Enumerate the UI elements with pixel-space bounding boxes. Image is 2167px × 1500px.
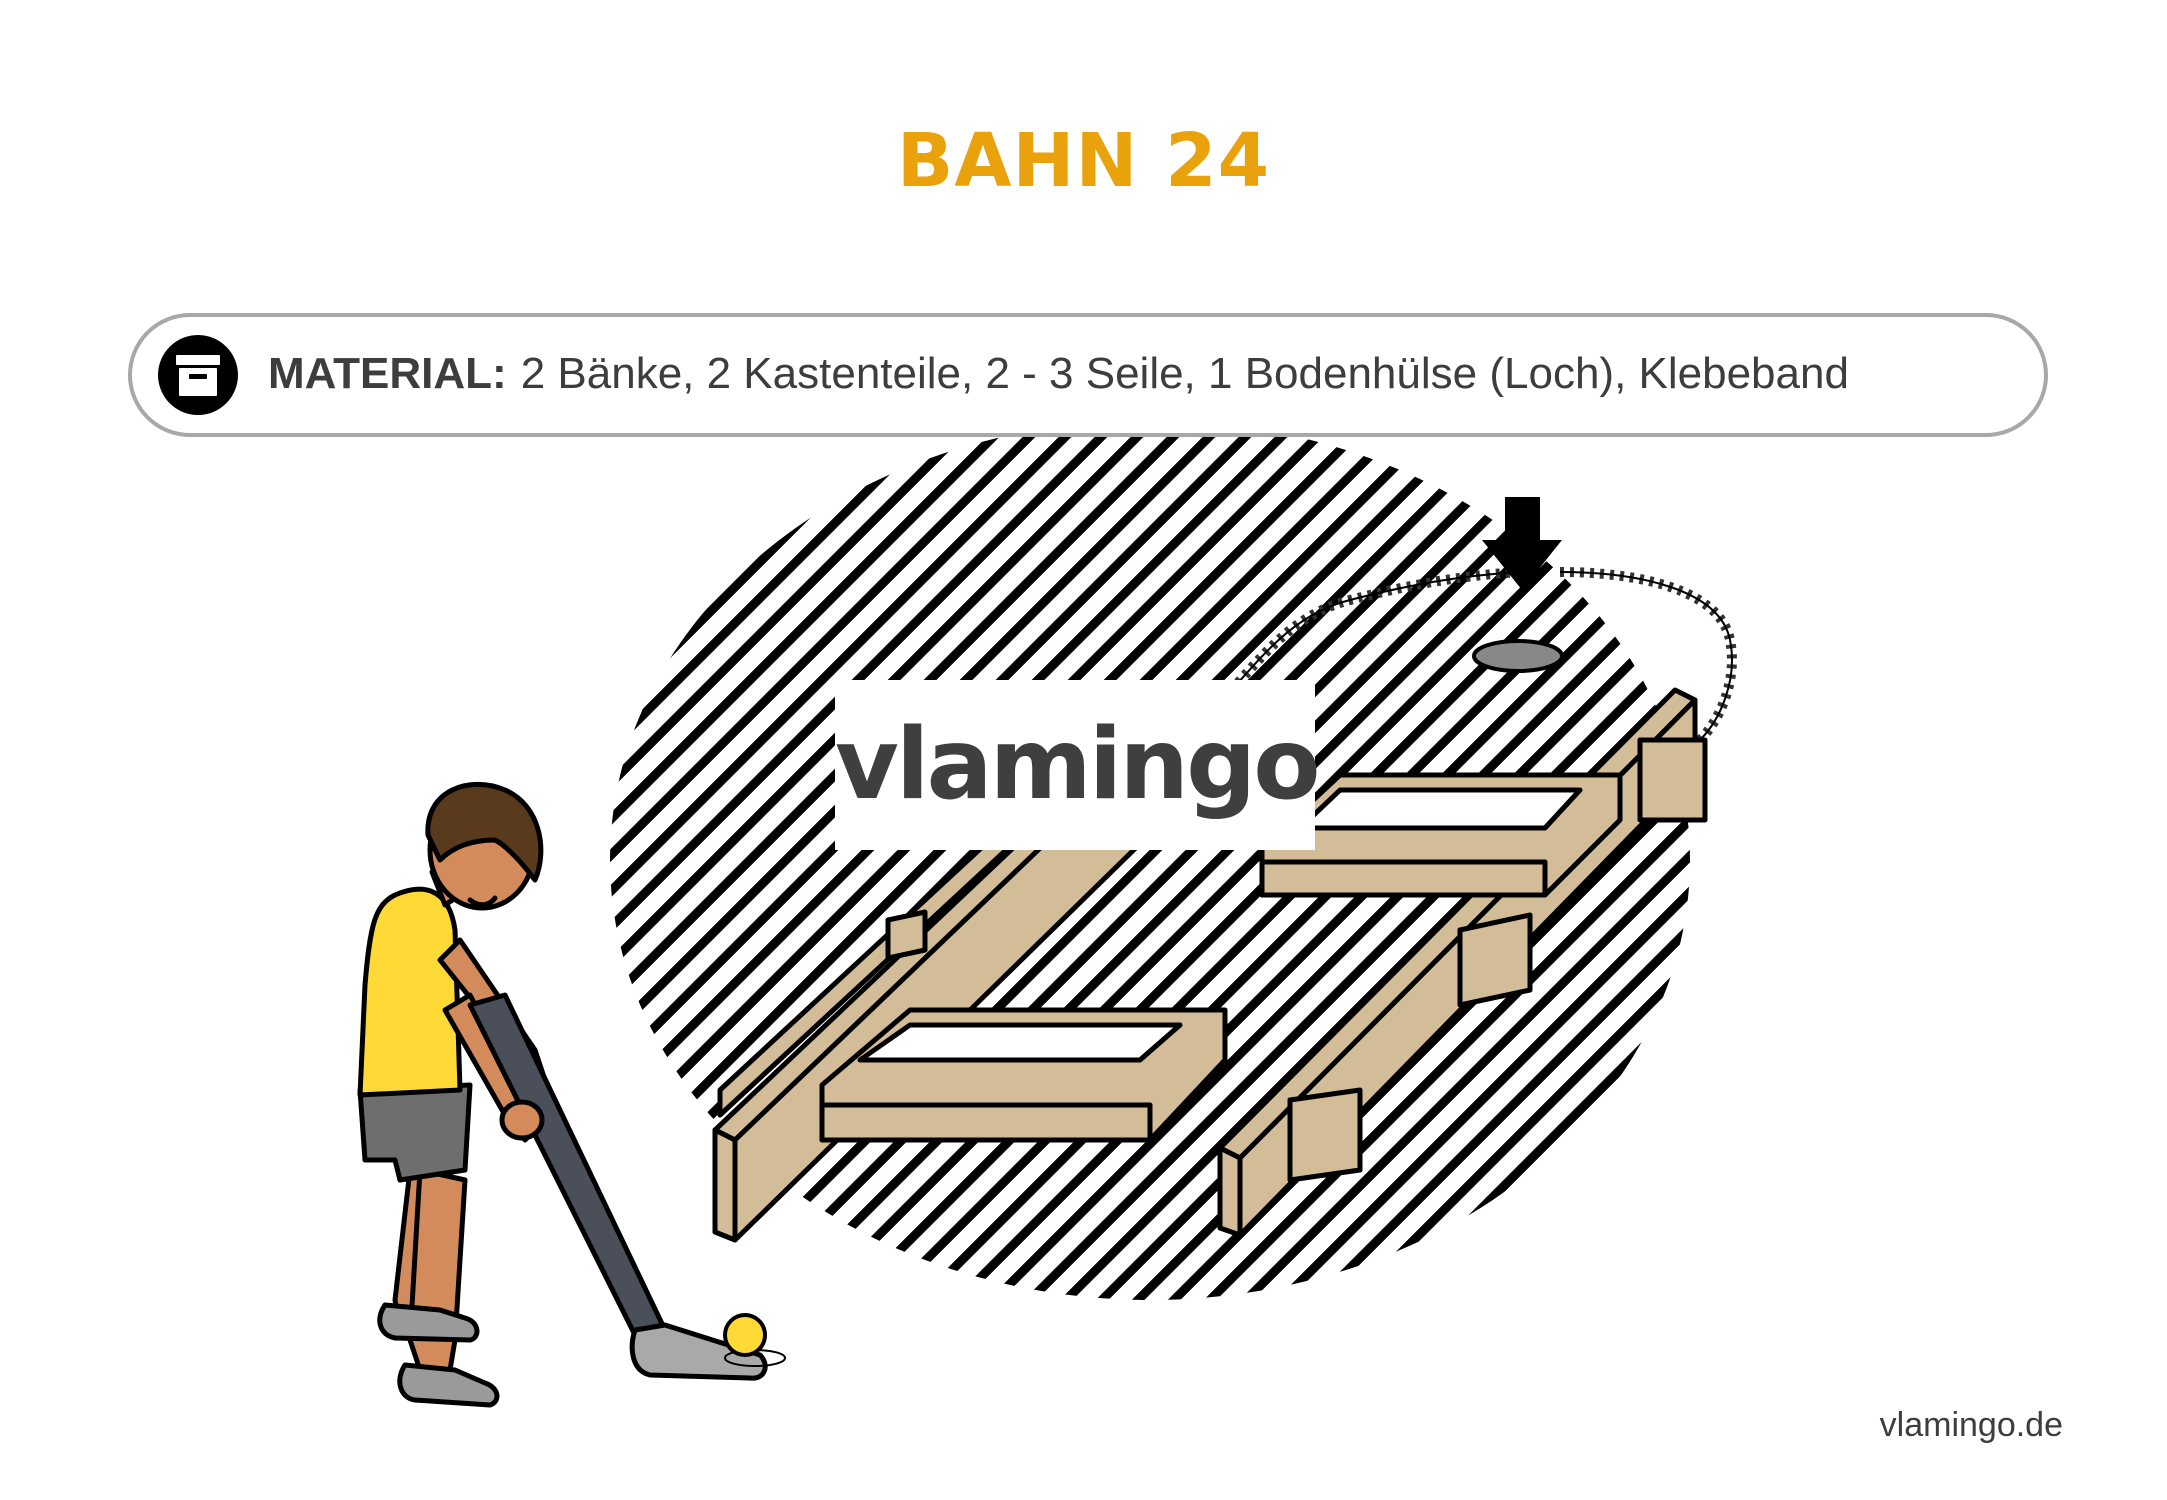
golf-ball (723, 1313, 767, 1357)
material-text: MATERIAL: 2 Bänke, 2 Kastenteile, 2 - 3 S… (268, 349, 1849, 399)
shoe-front (397, 1362, 500, 1408)
material-bar: MATERIAL: 2 Bänke, 2 Kastenteile, 2 - 3 S… (128, 313, 2048, 437)
rope-right-outline (1559, 571, 1733, 741)
neck (429, 862, 463, 908)
leg-front (407, 1167, 468, 1373)
hand (499, 1099, 545, 1141)
arm-back (437, 937, 548, 1093)
hair (425, 781, 544, 883)
smile (467, 895, 498, 908)
material-items: 2 Bänke, 2 Kastenteile, 2 - 3 Seile, 1 B… (520, 349, 1849, 398)
arm-front (442, 992, 543, 1143)
rope-right (1559, 567, 1737, 744)
hole (1472, 639, 1564, 673)
watermark-logo: vlamingo (835, 708, 1321, 822)
material-label: MATERIAL: (268, 349, 507, 398)
head (427, 789, 537, 911)
watermark-box: vlamingo (835, 680, 1321, 850)
golfer-figure (357, 781, 768, 1408)
page-title: BAHN 24 (896, 118, 1271, 204)
golf-club-head (629, 1322, 768, 1381)
storage-box-icon (158, 335, 238, 415)
shoe-back (377, 1302, 480, 1343)
arrow-down-icon (1482, 497, 1562, 590)
ball-shadow (724, 1349, 786, 1367)
golf-club-shaft (467, 992, 668, 1348)
shirt (357, 886, 463, 1098)
box-part-left (819, 1007, 1228, 1143)
shorts (357, 1082, 473, 1183)
leg-back (392, 1167, 453, 1333)
site-credit: vlamingo.de (1879, 1406, 2063, 1444)
